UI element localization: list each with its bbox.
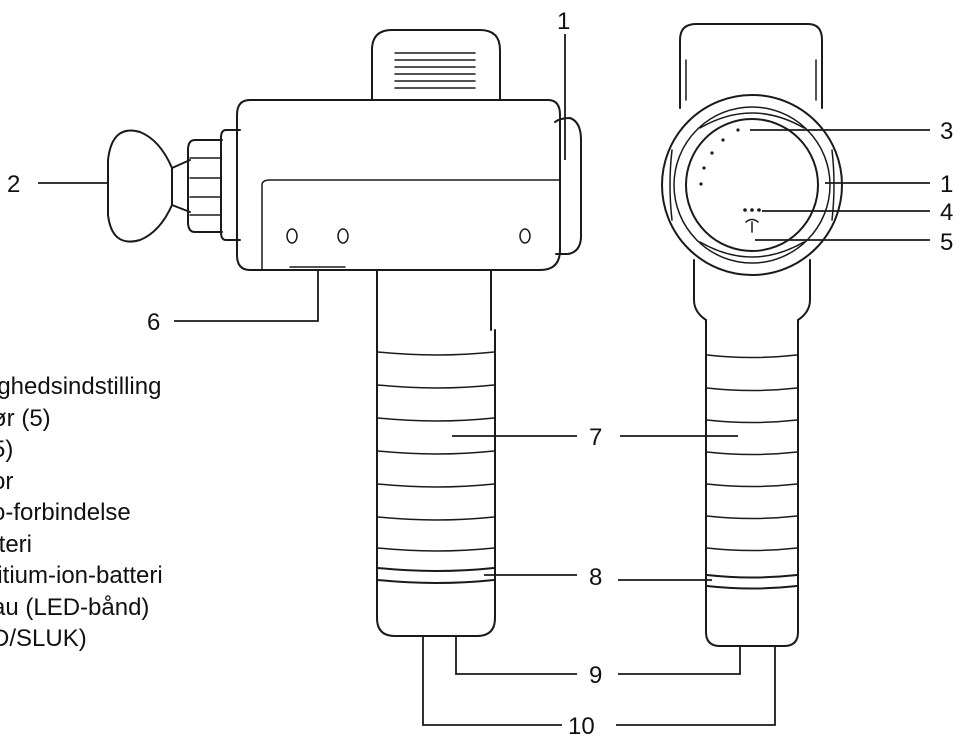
callout-8: 8 <box>589 564 602 591</box>
back-handle-neck <box>693 259 811 321</box>
legend-item: D/SLUK) <box>0 625 87 652</box>
body-seam <box>261 179 561 271</box>
callout-1-right: 1 <box>940 171 953 198</box>
back-led-band-lower <box>706 585 798 590</box>
leader-10-right <box>616 646 776 726</box>
parts-legend: ighedsindstilling ør (5) 5) or o-forbind… <box>0 371 163 655</box>
vent-lines <box>394 52 476 89</box>
massage-head <box>107 129 173 243</box>
callout-2: 2 <box>7 171 20 198</box>
legend-item: o-forbindelse <box>0 499 131 526</box>
handle <box>376 329 496 637</box>
control-panel-face <box>685 118 819 252</box>
led-band-lower <box>377 579 495 584</box>
callout-4: 4 <box>940 199 953 226</box>
callout-9: 9 <box>589 662 602 689</box>
legend-item: 5) <box>0 436 14 463</box>
callout-numbers: 1 2 3 1 4 5 6 7 8 9 10 <box>7 8 953 740</box>
callout-3: 3 <box>940 118 953 145</box>
leader-lines <box>38 34 930 726</box>
back-handle <box>705 319 799 647</box>
speed-indicator-dots <box>699 128 740 186</box>
main-body <box>236 99 561 271</box>
legend-item: tteri <box>0 530 33 558</box>
back-vent-lines <box>685 59 817 101</box>
leader-9-left <box>455 636 577 675</box>
callout-5: 5 <box>940 229 953 256</box>
massage-gun-back-view <box>661 23 843 647</box>
legend-item: litium-ion-batteri <box>0 562 163 589</box>
neck-ribs <box>189 157 222 216</box>
power-button-side <box>554 117 582 255</box>
callout-10: 10 <box>568 713 595 740</box>
legend-item: or <box>0 467 14 495</box>
legend-item: ør (5) <box>0 404 51 432</box>
hole <box>519 228 531 244</box>
led-band <box>377 567 495 572</box>
leader-10-left <box>422 636 562 726</box>
top-vent-block <box>371 29 501 101</box>
legend-item: au (LED-bånd) <box>0 593 150 621</box>
callout-7: 7 <box>589 424 602 451</box>
battery-indicator-dots <box>743 208 761 212</box>
handle-neck <box>376 269 492 331</box>
hole <box>337 228 349 244</box>
ribbed-neck <box>187 139 223 233</box>
leader-6 <box>174 270 319 322</box>
front-collar <box>220 129 241 241</box>
callout-1-left: 1 <box>557 8 570 35</box>
handle-grip-ribs <box>377 351 495 552</box>
back-led-band <box>706 574 798 579</box>
massage-gun-side-view <box>107 29 582 637</box>
leader-9-right <box>618 646 741 675</box>
attachment-stem <box>171 159 191 213</box>
control-panel-inner-ring <box>673 106 831 264</box>
back-handle-grip-ribs <box>706 354 798 552</box>
callout-6: 6 <box>147 309 160 336</box>
connection-icon <box>745 218 759 233</box>
control-panel-outer-ring <box>661 94 843 276</box>
hole <box>286 228 298 244</box>
legend-item: ighedsindstilling <box>0 373 162 400</box>
ring-segments <box>669 112 835 258</box>
back-top-block <box>679 23 823 109</box>
